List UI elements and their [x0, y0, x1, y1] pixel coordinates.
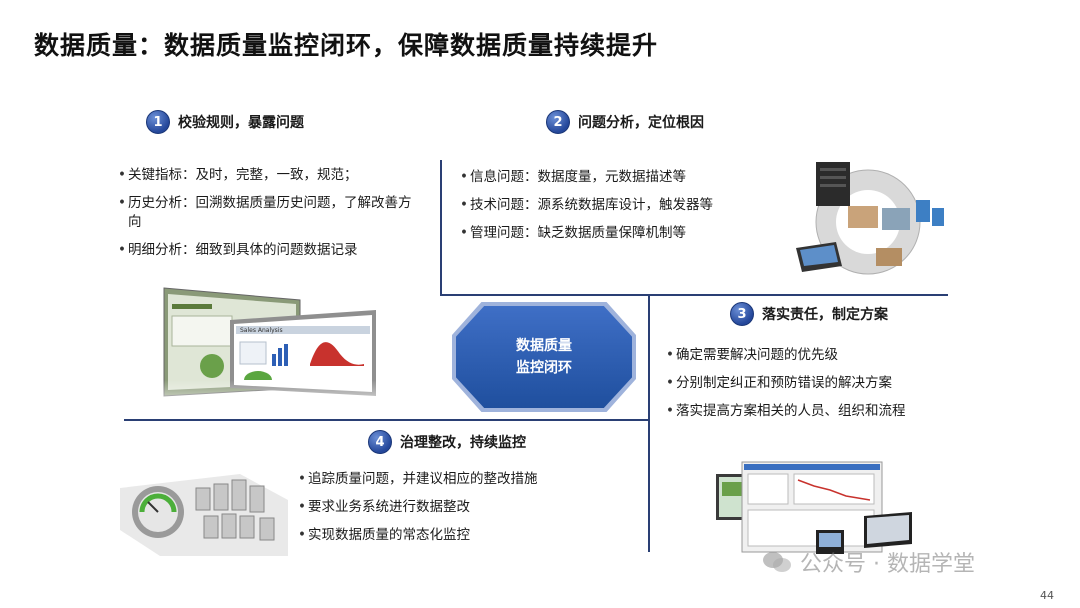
watermark: 公众号 · 数据学堂: [762, 546, 975, 578]
divider-vertical-right: [648, 294, 650, 419]
section-4: 追踪质量问题，并建议相应的整改措施 要求业务系统进行数据整改 实现数据质量的常态…: [298, 470, 638, 554]
monitoring-devices-image: [714, 460, 914, 556]
section-3: 3 落实责任，制定方案 确定需要解决问题的优先级 分别制定纠正和预防错误的解决方…: [666, 302, 966, 430]
list-item: 要求业务系统进行数据整改: [298, 498, 638, 517]
list-item: 实现数据质量的常态化监控: [298, 526, 638, 545]
gauge-servers-image: [120, 460, 288, 556]
section-1-list: 关键指标：及时，完整，一致，规范； 历史分析：回溯数据质量历史问题，了解改善方向…: [118, 166, 428, 260]
section-2: 2 问题分析，定位根因 信息问题：数据度量，元数据描述等 技术问题：源系统数据库…: [460, 110, 790, 252]
list-item: 落实提高方案相关的人员、组织和流程: [666, 402, 966, 421]
step-badge-1: 1: [146, 110, 170, 134]
section-4-list: 追踪质量问题，并建议相应的整改措施 要求业务系统进行数据整改 实现数据质量的常态…: [298, 470, 638, 545]
divider-vertical-top: [440, 160, 442, 295]
list-item: 管理问题：缺乏数据质量保障机制等: [460, 224, 790, 243]
list-item: 追踪质量问题，并建议相应的整改措施: [298, 470, 638, 489]
divider-horizontal-right: [650, 294, 948, 296]
server-cycle-image: [786, 156, 946, 284]
section-1-heading: 1 校验规则，暴露问题: [146, 110, 428, 134]
step-badge-2: 2: [546, 110, 570, 134]
page-title: 数据质量：数据质量监控闭环，保障数据质量持续提升: [34, 31, 659, 60]
divider-horizontal-mid: [440, 294, 648, 296]
center-octagon: 数据质量 监控闭环: [456, 306, 632, 408]
wechat-icon: [762, 550, 792, 574]
list-item: 确定需要解决问题的优先级: [666, 346, 966, 365]
section-2-title: 问题分析，定位根因: [578, 115, 704, 131]
section-2-heading: 2 问题分析，定位根因: [546, 110, 790, 134]
list-item: 明细分析：细致到具体的问题数据记录: [118, 241, 428, 260]
section-3-heading: 3 落实责任，制定方案: [730, 302, 966, 326]
list-item: 历史分析：回溯数据质量历史问题，了解改善方向: [118, 194, 418, 232]
center-label-line1: 数据质量: [516, 338, 572, 354]
divider-horizontal-left: [124, 419, 448, 421]
section-2-list: 信息问题：数据度量，元数据描述等 技术问题：源系统数据库设计，触发器等 管理问题…: [460, 168, 790, 243]
section-3-list: 确定需要解决问题的优先级 分别制定纠正和预防错误的解决方案 落实提高方案相关的人…: [666, 346, 966, 421]
page-number: 44: [1040, 589, 1054, 602]
list-item: 信息问题：数据度量，元数据描述等: [460, 168, 790, 187]
section-1: 1 校验规则，暴露问题 关键指标：及时，完整，一致，规范； 历史分析：回溯数据质…: [118, 110, 428, 269]
divider-vertical-bottom: [648, 419, 650, 552]
screenshot-caption: Sales Analysis: [240, 327, 283, 334]
section-4-title: 治理整改，持续监控: [400, 435, 526, 451]
watermark-text: 公众号 · 数据学堂: [800, 552, 975, 577]
list-item: 关键指标：及时，完整，一致，规范；: [118, 166, 428, 185]
section-4-heading: 4 治理整改，持续监控: [368, 430, 526, 454]
list-item: 技术问题：源系统数据库设计，触发器等: [460, 196, 790, 215]
center-label-line2: 监控闭环: [516, 360, 572, 376]
dashboard-screenshots-image: Sales Analysis: [160, 284, 378, 416]
list-item: 分别制定纠正和预防错误的解决方案: [666, 374, 966, 393]
step-badge-3: 3: [730, 302, 754, 326]
section-3-title: 落实责任，制定方案: [762, 307, 888, 323]
section-1-title: 校验规则，暴露问题: [178, 115, 304, 131]
divider-horizontal-center: [448, 419, 648, 421]
step-badge-4: 4: [368, 430, 392, 454]
